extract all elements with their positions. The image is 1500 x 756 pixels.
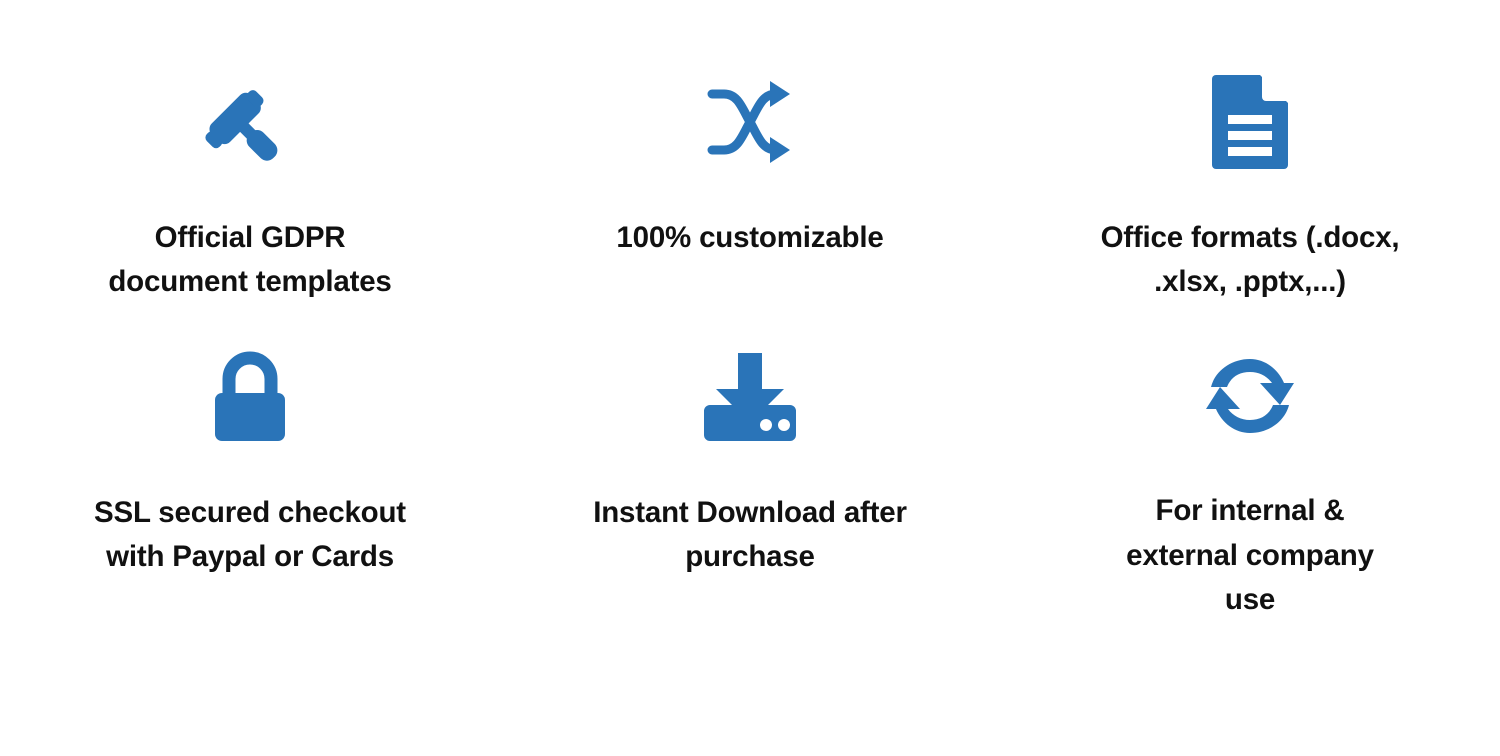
feature-label: Office formats (.docx, .xlsx, .pptx,...) [1100, 221, 1400, 299]
feature-item-gdpr-templates: Official GDPR document templates [0, 72, 500, 347]
feature-item-ssl-checkout: SSL secured checkout with Paypal or Card… [0, 347, 500, 622]
feature-item-company-use: For internal & external company use [1000, 347, 1500, 622]
lock-icon [213, 347, 287, 447]
feature-label: Official GDPR document templates [108, 221, 392, 299]
shuffle-icon [704, 72, 796, 172]
download-tray-icon [704, 347, 796, 447]
gavel-icon [202, 72, 298, 172]
document-icon [1212, 72, 1288, 172]
feature-item-instant-download: Instant Download after purchase [500, 347, 1000, 622]
feature-label: For internal & external company use [1126, 494, 1374, 616]
feature-label: Instant Download after purchase [593, 496, 907, 574]
feature-label: 100% customizable [616, 221, 884, 254]
sync-refresh-icon [1206, 347, 1294, 445]
feature-label: SSL secured checkout with Paypal or Card… [94, 496, 406, 574]
feature-item-customizable: 100% customizable [500, 72, 1000, 347]
feature-item-office-formats: Office formats (.docx, .xlsx, .pptx,...) [1000, 72, 1500, 347]
